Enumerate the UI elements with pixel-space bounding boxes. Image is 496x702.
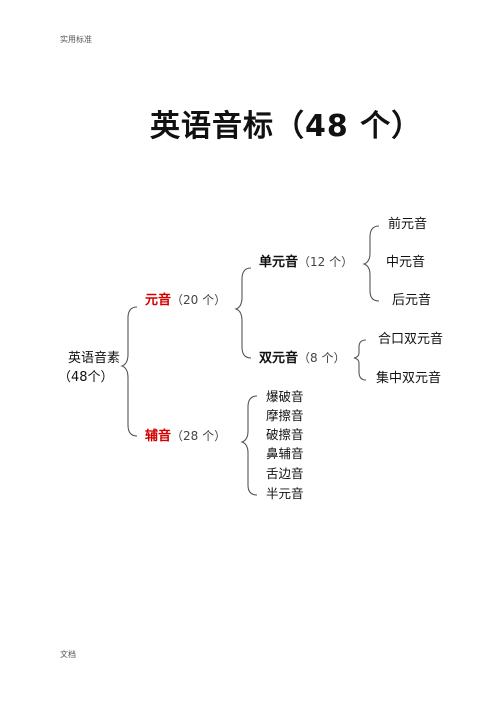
- list-item: 合口双元音: [378, 332, 444, 347]
- list-item: 集中双元音: [376, 371, 442, 386]
- root-brace: [120, 306, 138, 437]
- diphthong-label: 双元音: [259, 351, 299, 366]
- diphthong-count: （8 个）: [298, 351, 346, 365]
- monophthong-label: 单元音: [259, 255, 299, 270]
- list-item: 鼻辅音: [266, 446, 304, 461]
- list-item: 后元音: [392, 293, 432, 308]
- vowel-label: 元音: [145, 293, 172, 308]
- list-item: 前元音: [388, 217, 428, 232]
- monophthong-brace: [362, 225, 380, 302]
- list-item: 半元音: [266, 486, 304, 501]
- list-item: 破擦音: [266, 427, 304, 442]
- page-title: 英语音标（48 个）: [150, 109, 423, 144]
- vowel-node: 元音（20 个）: [145, 294, 226, 307]
- diphthong-node: 双元音（8 个）: [259, 352, 345, 365]
- list-item: 摩擦音: [266, 408, 304, 423]
- monophthong-count: （12 个）: [298, 255, 354, 269]
- diphthong-brace: [353, 339, 367, 381]
- consonant-node: 辅音（28 个）: [145, 430, 226, 443]
- consonant-count: （28 个）: [171, 429, 227, 443]
- list-item: 爆破音: [266, 389, 304, 404]
- vowel-brace: [234, 267, 252, 359]
- list-item: 舌边音: [266, 466, 304, 481]
- consonant-brace: [240, 395, 258, 496]
- vowel-count: （20 个）: [171, 293, 227, 307]
- consonant-label: 辅音: [145, 429, 172, 444]
- root-count: （48个）: [58, 370, 114, 385]
- page-footer: 文档: [60, 650, 76, 659]
- list-item: 中元音: [386, 255, 426, 270]
- monophthong-node: 单元音（12 个）: [259, 256, 353, 269]
- page-header: 实用标准: [60, 35, 92, 44]
- root-label: 英语音素: [68, 351, 121, 366]
